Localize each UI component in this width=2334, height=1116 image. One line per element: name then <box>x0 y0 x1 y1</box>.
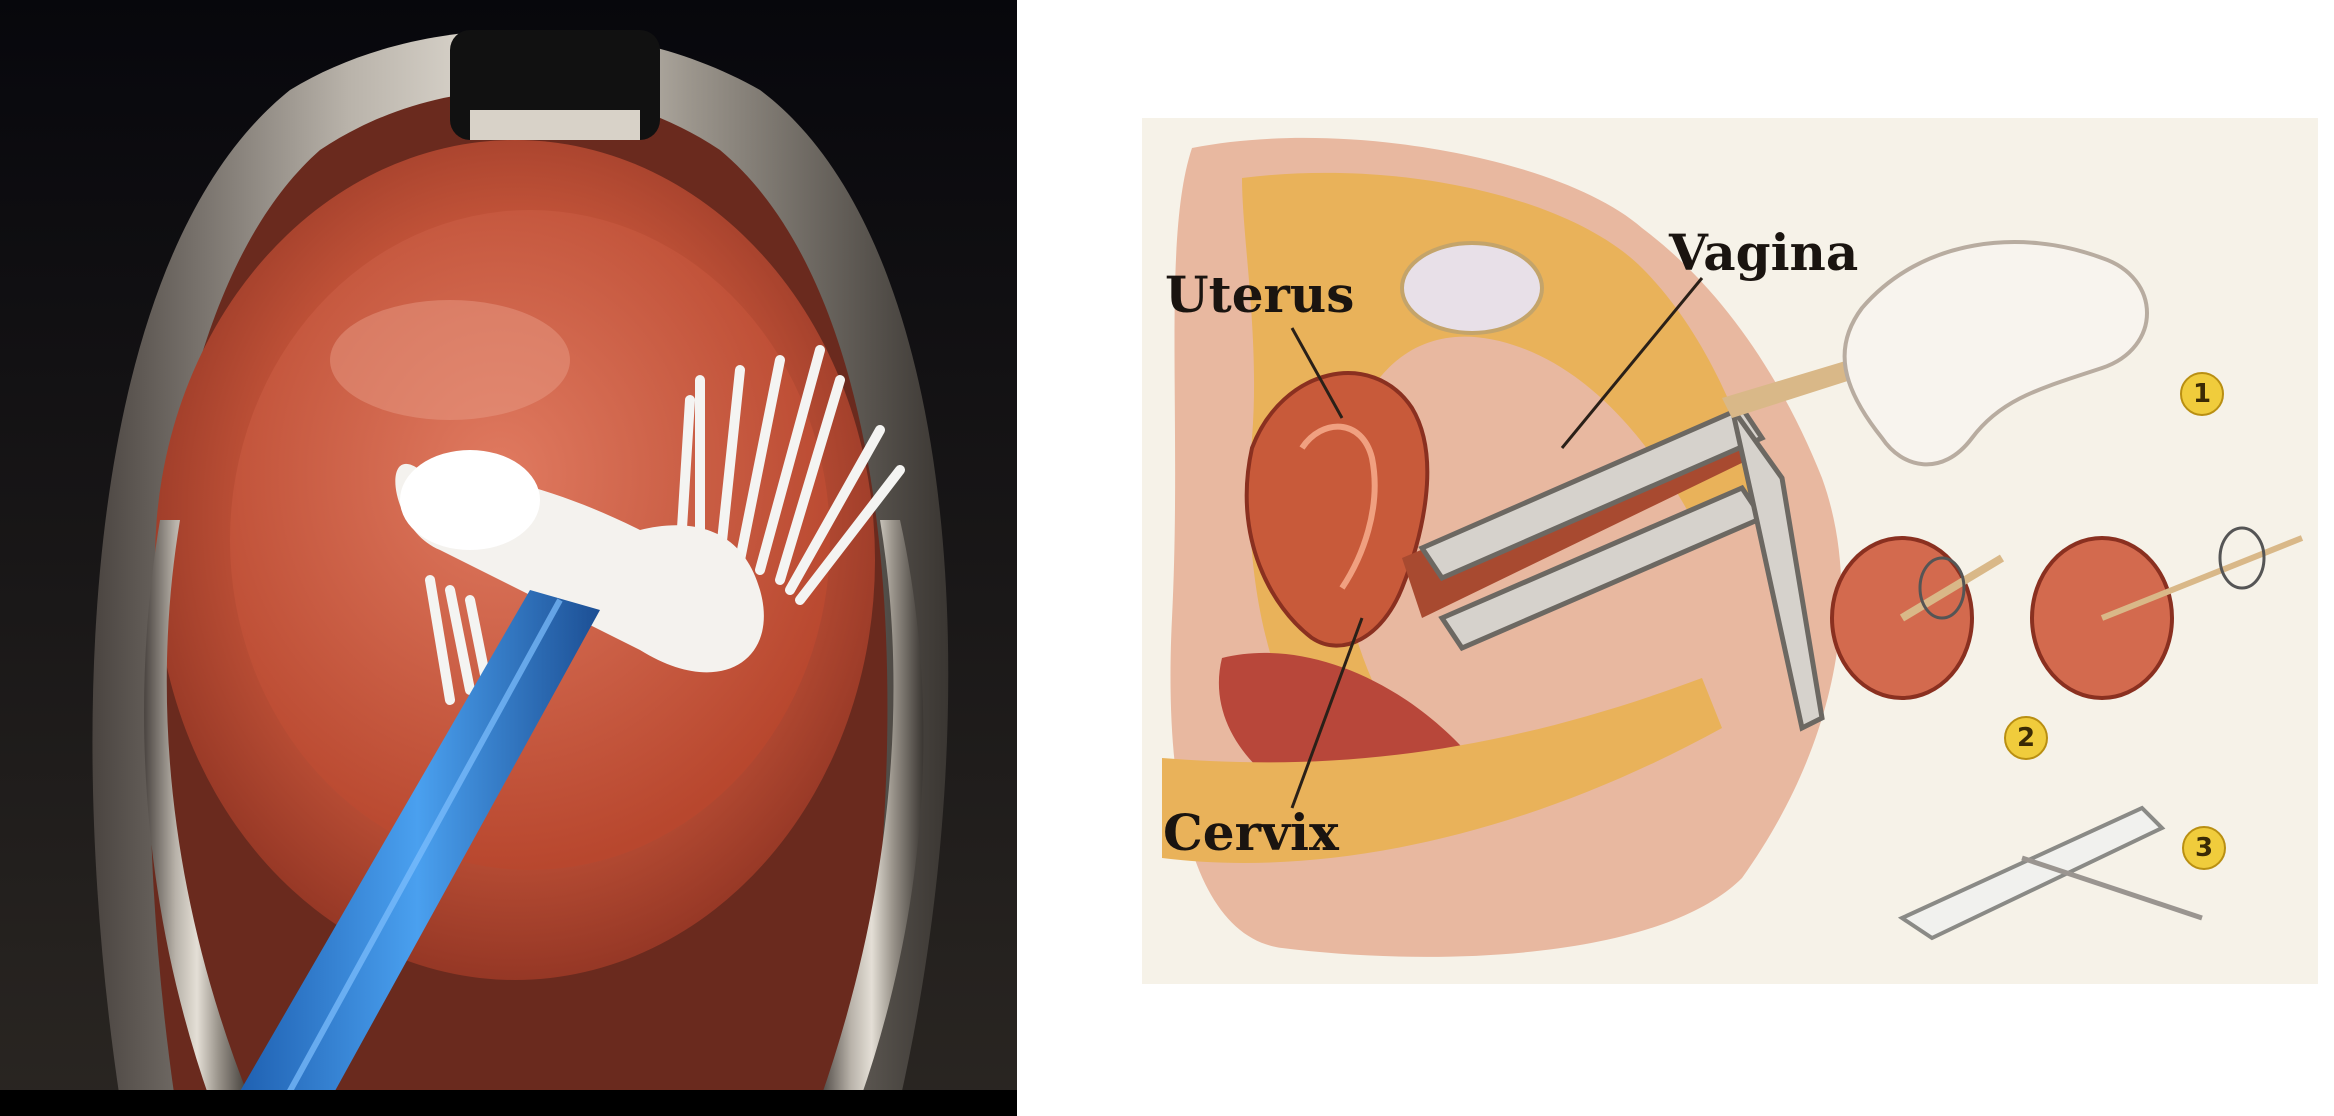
step-1-badge: 1 <box>2180 372 2224 416</box>
label-vagina: Vagina <box>1669 223 1859 282</box>
label-uterus: Uterus <box>1165 265 1355 324</box>
pap-smear-illustration: Uterus Vagina Cervix 1 2 3 <box>1142 118 2318 984</box>
anatomy-graphic <box>1162 137 2304 957</box>
label-cervix: Cervix <box>1163 803 1339 862</box>
step-3-badge: 3 <box>2182 826 2226 870</box>
cervical-brush-photo-graphic <box>0 0 1017 1116</box>
step-2-badge: 2 <box>2004 716 2048 760</box>
cervical-brush-photo <box>0 0 1017 1116</box>
